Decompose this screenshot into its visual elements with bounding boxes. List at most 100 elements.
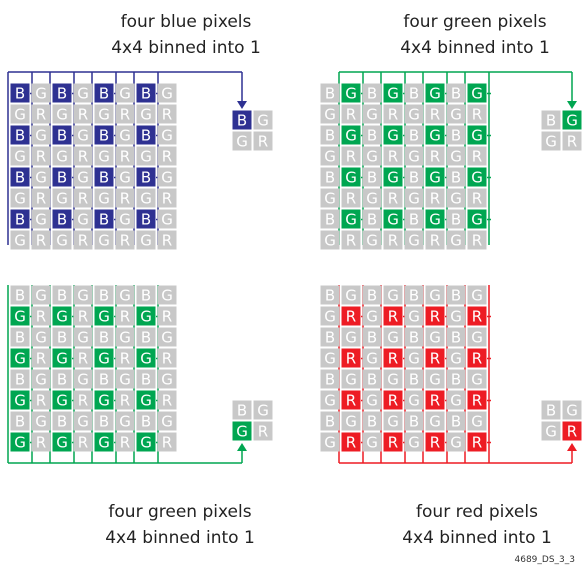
green-pixel: G	[320, 188, 340, 208]
pixel-cell	[94, 369, 114, 389]
arrow-head-icon	[237, 443, 247, 451]
pixel-cell	[73, 327, 93, 347]
pixel-letter: B	[57, 85, 67, 103]
pixel-cell	[467, 432, 487, 452]
pixel-cell	[320, 167, 340, 187]
pixel-letter: G	[77, 211, 89, 229]
pixel-cell	[383, 369, 403, 389]
pixel-cell	[562, 421, 582, 441]
pixel-cell	[232, 131, 252, 151]
pixel-letter: B	[409, 329, 419, 347]
pixel-cell	[320, 306, 340, 326]
pixel-letter: G	[35, 85, 47, 103]
pixel-cell	[10, 411, 30, 431]
pixel-cell	[404, 230, 424, 250]
pixel-letter: R	[36, 350, 46, 368]
pixel-letter: G	[345, 413, 357, 431]
green-pixel: G	[320, 390, 340, 410]
pixel-cell	[341, 167, 361, 187]
pixel-cell	[10, 327, 30, 347]
pixel-letter: G	[14, 350, 26, 368]
pixel-letter: R	[36, 190, 46, 208]
pixel-letter: G	[14, 148, 26, 166]
pixel-cell	[136, 285, 156, 305]
pixel-letter: G	[119, 329, 131, 347]
green-pixel: G	[467, 369, 487, 389]
pixel-letter: G	[366, 392, 378, 410]
pixel-cell	[404, 167, 424, 187]
pixel-letter: B	[57, 287, 67, 305]
pixel-cell	[404, 306, 424, 326]
pixel-letter: R	[120, 106, 130, 124]
pixel-cell	[362, 167, 382, 187]
pixel-cell	[404, 83, 424, 103]
highlighted-red-pixel: R	[341, 306, 361, 326]
pixel-cell	[341, 188, 361, 208]
pixel-letter: G	[161, 85, 173, 103]
pixel-cell	[341, 83, 361, 103]
pixel-letter: G	[140, 232, 152, 250]
pixel-cell	[383, 167, 403, 187]
red-pixel: R	[253, 421, 273, 441]
pixel-letter: G	[77, 371, 89, 389]
red-pixel: R	[253, 131, 273, 151]
pixel-letter: R	[120, 434, 130, 452]
green-pixel: G	[73, 369, 93, 389]
pixel-letter: B	[367, 169, 377, 187]
green-pixel: G	[253, 400, 273, 420]
pixel-letter: G	[35, 413, 47, 431]
highlighted-green-pixel: G	[52, 348, 72, 368]
pixel-cell	[115, 411, 135, 431]
pixel-cell	[446, 369, 466, 389]
green-pixel: G	[115, 285, 135, 305]
pixel-cell	[425, 188, 445, 208]
pixel-letter: R	[472, 106, 482, 124]
pixel-cell	[31, 167, 51, 187]
blue-pixel: B	[404, 167, 424, 187]
blue-pixel: B	[320, 369, 340, 389]
pixel-letter: R	[162, 392, 172, 410]
pixel-letter: R	[346, 392, 356, 410]
pixel-cell	[31, 348, 51, 368]
pixel-letter: R	[162, 148, 172, 166]
pixel-cell	[383, 125, 403, 145]
pixel-cell	[115, 285, 135, 305]
pixel-cell	[467, 83, 487, 103]
highlighted-blue-pixel: B	[136, 209, 156, 229]
pixel-letter: R	[36, 148, 46, 166]
highlighted-green-pixel: G	[467, 125, 487, 145]
pixel-letter: B	[15, 169, 25, 187]
highlighted-blue-pixel: B	[52, 83, 72, 103]
pixel-cell	[136, 83, 156, 103]
pixel-cell	[320, 411, 340, 431]
pixel-letter: G	[14, 232, 26, 250]
pixel-letter: G	[471, 287, 483, 305]
pixel-cell	[115, 83, 135, 103]
green-pixel: G	[157, 369, 177, 389]
pixel-letter: G	[119, 169, 131, 187]
pixel-cell	[73, 230, 93, 250]
pixel-cell	[31, 230, 51, 250]
green-pixel: G	[31, 83, 51, 103]
green-pixel: G	[467, 411, 487, 431]
pixel-letter: R	[472, 190, 482, 208]
pixel-letter: B	[141, 127, 151, 145]
red-pixel: R	[73, 146, 93, 166]
pixel-letter: B	[15, 127, 25, 145]
pixel-cell	[446, 125, 466, 145]
pixel-letter: G	[98, 308, 110, 326]
pixel-letter: R	[346, 190, 356, 208]
pixel-letter: G	[14, 434, 26, 452]
highlighted-green-pixel: G	[467, 209, 487, 229]
pixel-letter: R	[346, 434, 356, 452]
pixel-cell	[232, 110, 252, 130]
pixel-cell	[404, 146, 424, 166]
pixel-letter: B	[15, 371, 25, 389]
blue-pixel: B	[362, 125, 382, 145]
pixel-cell	[446, 83, 466, 103]
pixel-letter: G	[35, 127, 47, 145]
red-pixel: R	[425, 146, 445, 166]
pixel-cell	[157, 188, 177, 208]
pixel-cell	[10, 348, 30, 368]
pixel-cell	[467, 104, 487, 124]
